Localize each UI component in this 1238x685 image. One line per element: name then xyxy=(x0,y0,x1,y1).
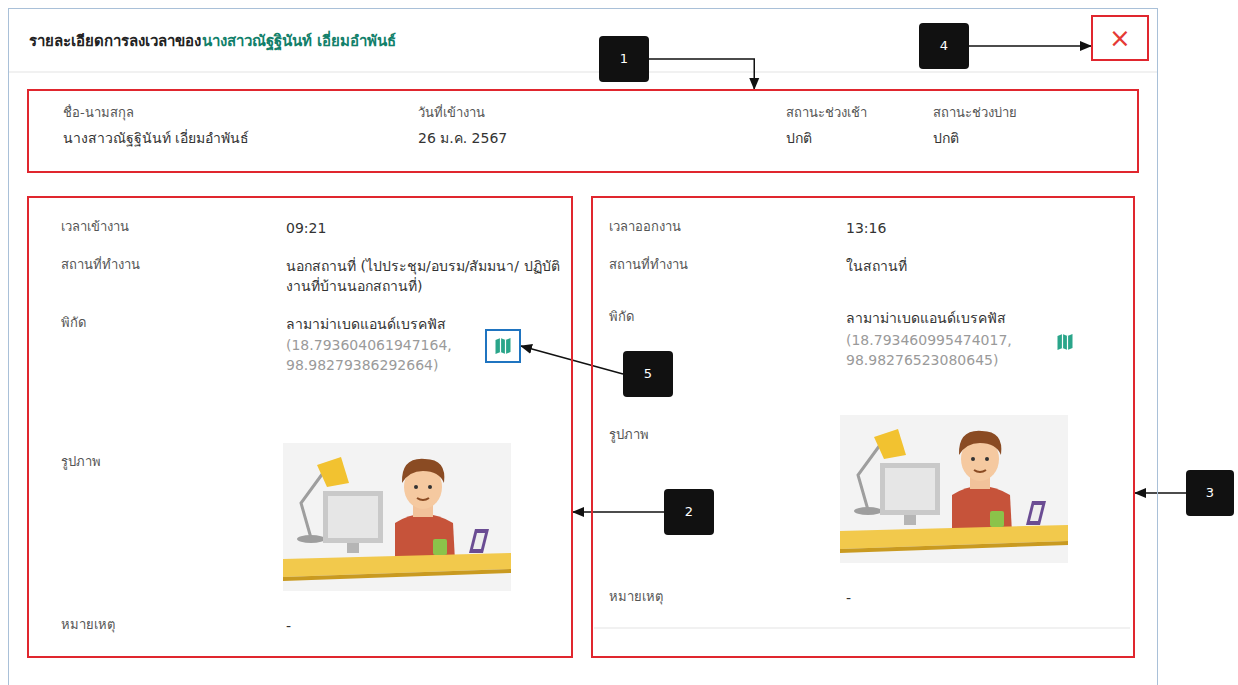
field-label: สถานที่ทำงาน xyxy=(61,256,140,275)
callout-arrow xyxy=(969,45,1091,47)
field-label: ชื่อ-นามสกุล xyxy=(63,104,134,123)
field-value: ปกติ xyxy=(933,128,959,148)
field-label: สถานที่ทำงาน xyxy=(609,256,688,275)
field-label: รูปภาพ xyxy=(609,426,649,445)
callout-number: 2 xyxy=(685,503,693,522)
callout-arrow xyxy=(649,59,754,89)
callout-number: 5 xyxy=(644,365,652,384)
callout-number: 4 xyxy=(919,23,969,69)
callout-number: 1 xyxy=(599,36,649,82)
field-value: 13:16 xyxy=(846,218,886,238)
field-value: ปกติ xyxy=(786,128,812,148)
field-value: ลามาม่าเบดแอนด์เบรคฟัส xyxy=(286,314,446,334)
title-divider xyxy=(9,72,1157,73)
field-value: 09:21 xyxy=(286,218,326,238)
callout-arrow xyxy=(1135,492,1186,494)
field-value: นอกสถานที่ (ไปประชุม/อบรม/สัมมนา/ ปฏิบัต… xyxy=(286,256,566,297)
callout-number: 3 xyxy=(1186,470,1234,516)
coordinates: (18.793460995474017, 98.98276523080645) xyxy=(846,330,1046,371)
field-label: วันที่เข้างาน xyxy=(418,104,485,123)
field-label: สถานะช่วงเช้า xyxy=(786,104,867,123)
photo-illustration xyxy=(283,443,511,591)
callout-number: 2 xyxy=(664,489,714,535)
map-icon xyxy=(494,337,512,355)
callout-number: 4 xyxy=(940,37,948,56)
field-value: - xyxy=(286,616,291,636)
row-divider xyxy=(594,628,1130,629)
check-in-box: เวลาเข้างาน 09:21 สถานที่ทำงาน นอกสถานที่ (… xyxy=(27,196,573,658)
map-icon xyxy=(1056,333,1074,351)
field-value: ลามาม่าเบดแอนด์เบรคฟัส xyxy=(846,308,1006,328)
map-button xyxy=(485,329,521,363)
field-label: เวลาเข้างาน xyxy=(61,218,129,237)
field-value: 26 ม.ค. 2567 xyxy=(418,128,507,148)
field-label: เวลาออกงาน xyxy=(609,218,681,237)
close-button: × xyxy=(1091,15,1149,61)
close-icon: × xyxy=(1109,25,1131,51)
employee-name: นางสาวณัฐฐินันท์ เอี่ยมอำพันธ์ xyxy=(202,31,396,53)
summary-box: ชื่อ-นามสกุลนางสาวณัฐฐินันท์ เอี่ยมอำพัน… xyxy=(27,89,1139,173)
field-label: พิกัด xyxy=(61,314,86,333)
callout-number: 3 xyxy=(1206,484,1214,503)
check-out-box: เวลาออกงาน 13:16 สถานที่ทำงาน ในสถานที่พิกั… xyxy=(591,196,1135,658)
field-value: ในสถานที่ xyxy=(846,256,907,276)
callout-number: 5 xyxy=(623,351,673,397)
callout-arrow xyxy=(573,511,664,513)
field-label: สถานะช่วงบ่าย xyxy=(933,104,1017,123)
dialog-title: รายละเอียดการลงเวลาของ xyxy=(29,31,201,53)
dialog-panel: รายละเอียดการลงเวลาของนางสาวณัฐฐินันท์ เ… xyxy=(8,8,1158,685)
callout-number: 1 xyxy=(620,50,628,69)
field-value: นางสาวณัฐฐินันท์ เอี่ยมอำพันธ์ xyxy=(63,128,249,148)
coordinates: (18.793604061947164, 98.98279386292664) xyxy=(286,335,471,376)
photo-illustration xyxy=(840,415,1068,563)
field-label: รูปภาพ xyxy=(61,453,101,472)
field-label: พิกัด xyxy=(609,308,634,327)
field-label: หมายเหตุ xyxy=(61,616,115,635)
field-label: หมายเหตุ xyxy=(609,588,663,607)
field-value: - xyxy=(846,588,851,608)
